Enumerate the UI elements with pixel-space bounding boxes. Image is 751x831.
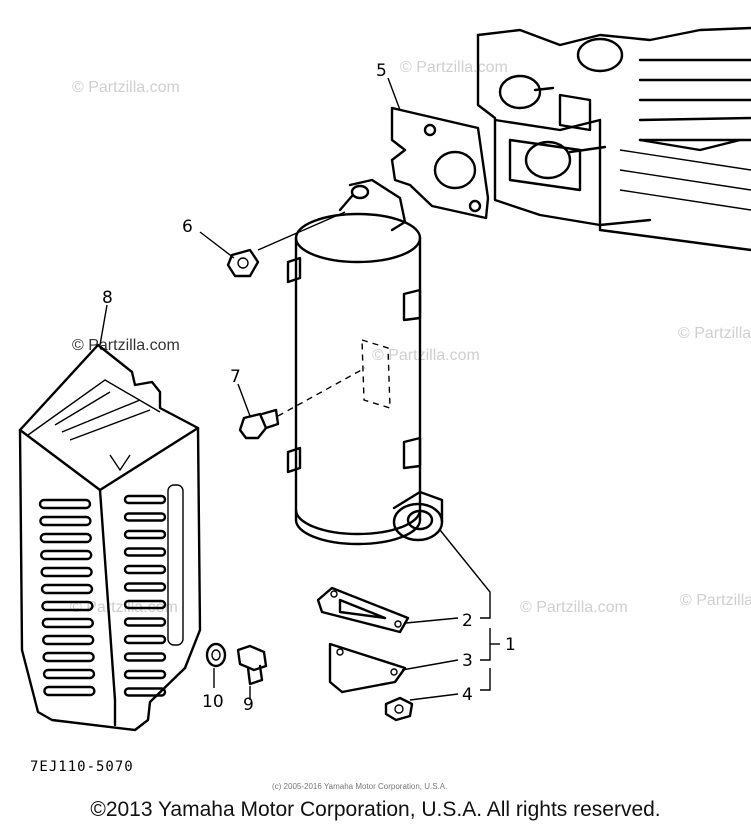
callout-10: 10 bbox=[202, 692, 224, 712]
small-copyright: (c) 2005-2016 Yamaha Motor Corporation, … bbox=[272, 782, 447, 791]
watermark-dark: © Partzilla.com bbox=[72, 337, 180, 354]
gasket-part-3 bbox=[328, 642, 407, 694]
gasket-part-2 bbox=[316, 586, 410, 634]
slot bbox=[123, 564, 167, 575]
heat-protector-part-8 bbox=[18, 343, 202, 732]
callout-2: 2 bbox=[462, 611, 473, 631]
footer-copyright: ©2013 Yamaha Motor Corporation, U.S.A. A… bbox=[90, 798, 661, 821]
gasket-part-5 bbox=[390, 106, 490, 220]
slot bbox=[40, 566, 93, 578]
callout-5: 5 bbox=[376, 61, 387, 81]
slot bbox=[123, 669, 167, 680]
slot bbox=[123, 547, 167, 557]
watermark-3: © Partzilla.com bbox=[372, 347, 480, 364]
watermark-5: © Partzilla.com bbox=[520, 599, 628, 616]
washer-part-10 bbox=[205, 642, 227, 668]
callout-3: 3 bbox=[462, 651, 473, 671]
watermark-7: © Partzilla.com bbox=[70, 599, 178, 616]
slot bbox=[42, 668, 96, 680]
watermark-6: © Partzilla.com bbox=[680, 592, 751, 609]
slot bbox=[38, 498, 92, 510]
bolt-part-9 bbox=[236, 644, 268, 686]
slot bbox=[123, 687, 167, 697]
watermark-4: © Partzilla.com bbox=[678, 325, 751, 342]
callout-8: 8 bbox=[102, 288, 113, 308]
callouts: 5 6 8 7 2 3 4 1 10 9 bbox=[102, 61, 516, 715]
watermarks: © Partzilla.com © Partzilla.com © Partzi… bbox=[70, 59, 751, 616]
slot bbox=[41, 617, 94, 629]
slot bbox=[42, 651, 95, 663]
diagram-code: 7EJ110-5070 bbox=[30, 759, 134, 775]
slot bbox=[123, 617, 167, 627]
callout-4: 4 bbox=[462, 685, 473, 705]
slot bbox=[43, 685, 96, 697]
slot bbox=[123, 512, 167, 522]
leader-lines bbox=[99, 77, 500, 701]
callout-6: 6 bbox=[182, 217, 193, 237]
slot bbox=[40, 549, 93, 561]
slot bbox=[123, 599, 167, 610]
slot bbox=[39, 532, 92, 544]
muffler-body bbox=[286, 178, 444, 546]
slot bbox=[123, 652, 167, 662]
watermark-1: © Partzilla.com bbox=[72, 79, 180, 96]
slot bbox=[39, 515, 92, 527]
engine-block-drawing bbox=[476, 26, 751, 252]
slot bbox=[40, 583, 94, 595]
heat-protector-slots bbox=[38, 494, 167, 697]
callout-7: 7 bbox=[230, 367, 241, 387]
slot bbox=[41, 600, 94, 612]
slot bbox=[123, 529, 167, 540]
callout-9: 9 bbox=[243, 695, 254, 715]
watermark-2: © Partzilla.com bbox=[400, 59, 508, 76]
slot bbox=[123, 582, 167, 592]
callout-1: 1 bbox=[505, 635, 516, 655]
bolt-part-7 bbox=[238, 367, 366, 440]
slot bbox=[123, 494, 167, 505]
nut-part-4 bbox=[384, 696, 414, 722]
slot bbox=[42, 634, 95, 646]
nut-part-6 bbox=[226, 211, 346, 278]
slot bbox=[123, 634, 167, 645]
